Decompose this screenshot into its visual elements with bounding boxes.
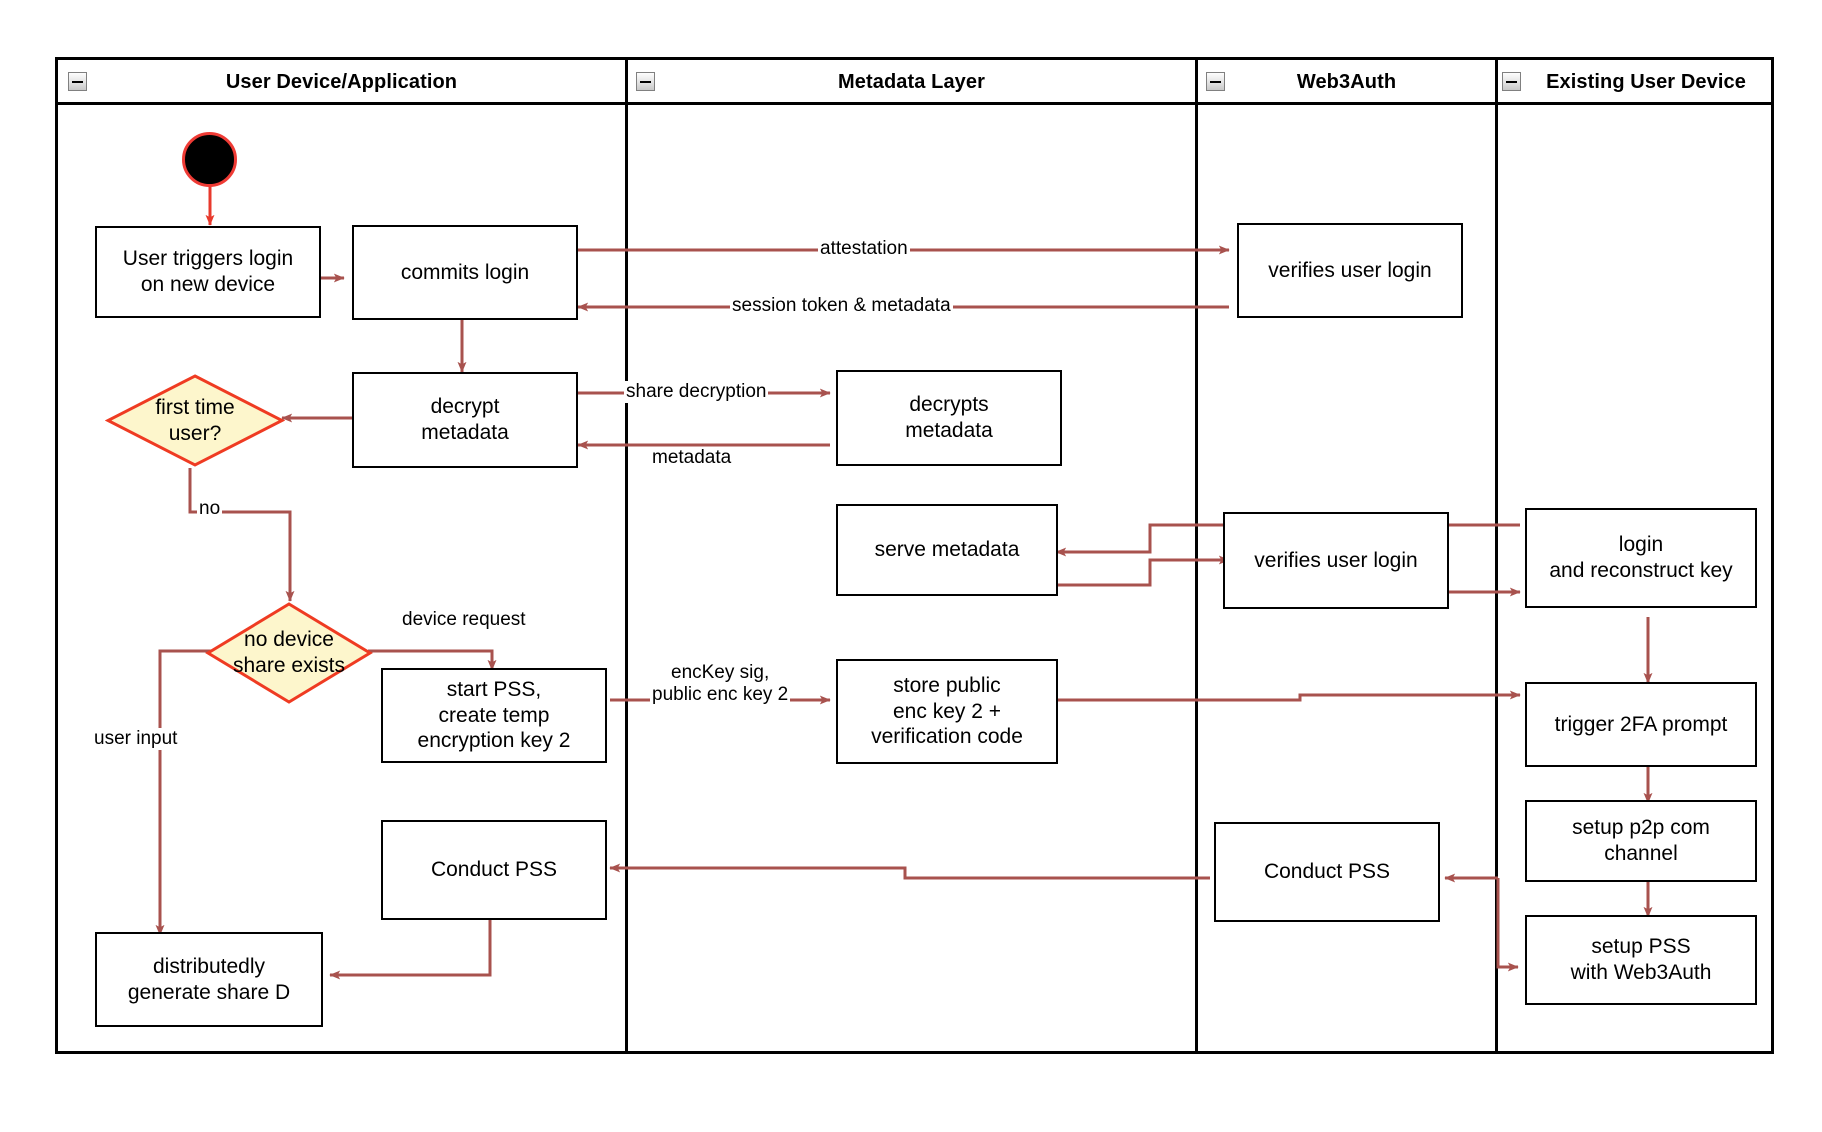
edge-label-share-decryption: share decryption <box>624 381 769 404</box>
minus-icon-lane-existing-user-device[interactable] <box>1502 72 1521 91</box>
node-distributedly-generate-share-d[interactable]: distributedly generate share D <box>95 932 323 1027</box>
edge-label-user-input: user input <box>92 728 180 751</box>
decision-first-time-user[interactable]: first time user? <box>105 373 285 468</box>
minus-icon-lane-metadata-layer[interactable] <box>636 72 655 91</box>
minus-icon-lane-user-device-application[interactable] <box>68 72 87 91</box>
lane-header-metadata-layer: Metadata Layer <box>628 60 1195 105</box>
lane-divider-2 <box>1195 60 1198 1051</box>
node-verifies-user-login-1[interactable]: verifies user login <box>1237 223 1463 318</box>
node-setup-p2p-channel[interactable]: setup p2p com channel <box>1525 800 1757 882</box>
node-conduct-pss-web3auth[interactable]: Conduct PSS <box>1214 822 1440 922</box>
minus-icon-lane-web3auth[interactable] <box>1206 72 1225 91</box>
edge-label-device-request: device request <box>400 609 528 632</box>
lane-title-web3auth: Web3Auth <box>1296 71 1397 93</box>
node-start-pss[interactable]: start PSS, create temp encryption key 2 <box>381 668 607 763</box>
node-store-public-enc-key[interactable]: store public enc key 2 + verification co… <box>836 659 1058 764</box>
edge-label-metadata: metadata <box>650 447 734 470</box>
node-user-triggers-login[interactable]: User triggers login on new device <box>95 226 321 318</box>
decision-no-device-share-exists-label: no device share exists <box>232 628 346 677</box>
decision-no-device-share-exists[interactable]: no device share exists <box>205 601 373 705</box>
node-conduct-pss-user[interactable]: Conduct PSS <box>381 820 607 920</box>
lane-divider-3 <box>1495 60 1498 1051</box>
lane-header-web3auth: Web3Auth <box>1198 60 1495 105</box>
start-node <box>182 132 237 187</box>
edge-label-session-token-metadata: session token & metadata <box>730 295 953 318</box>
lane-header-user-device-application: User Device/Application <box>58 60 625 105</box>
lane-divider-1 <box>625 60 628 1051</box>
node-serve-metadata[interactable]: serve metadata <box>836 504 1058 596</box>
header-divider <box>58 102 1771 105</box>
lane-header-existing-user-device: Existing User Device <box>1520 60 1772 105</box>
lane-title-user-device-application: User Device/Application <box>225 71 458 93</box>
node-login-and-reconstruct-key[interactable]: login and reconstruct key <box>1525 508 1757 608</box>
edge-label-attestation: attestation <box>818 238 910 261</box>
node-decrypts-metadata[interactable]: decrypts metadata <box>836 370 1062 466</box>
edge-label-no: no <box>197 498 223 521</box>
lane-title-existing-user-device: Existing User Device <box>1546 71 1746 93</box>
node-setup-pss-with-web3auth[interactable]: setup PSS with Web3Auth <box>1525 915 1757 1005</box>
edge-label-enckey-sig: encKey sig, public enc key 2 <box>650 662 791 707</box>
node-verifies-user-login-2[interactable]: verifies user login <box>1223 512 1449 609</box>
decision-first-time-user-label: first time user? <box>155 395 235 445</box>
node-commits-login[interactable]: commits login <box>352 225 578 320</box>
lane-title-metadata-layer: Metadata Layer <box>837 71 985 93</box>
node-trigger-2fa-prompt[interactable]: trigger 2FA prompt <box>1525 682 1757 767</box>
node-decrypt-metadata[interactable]: decrypt metadata <box>352 372 578 468</box>
